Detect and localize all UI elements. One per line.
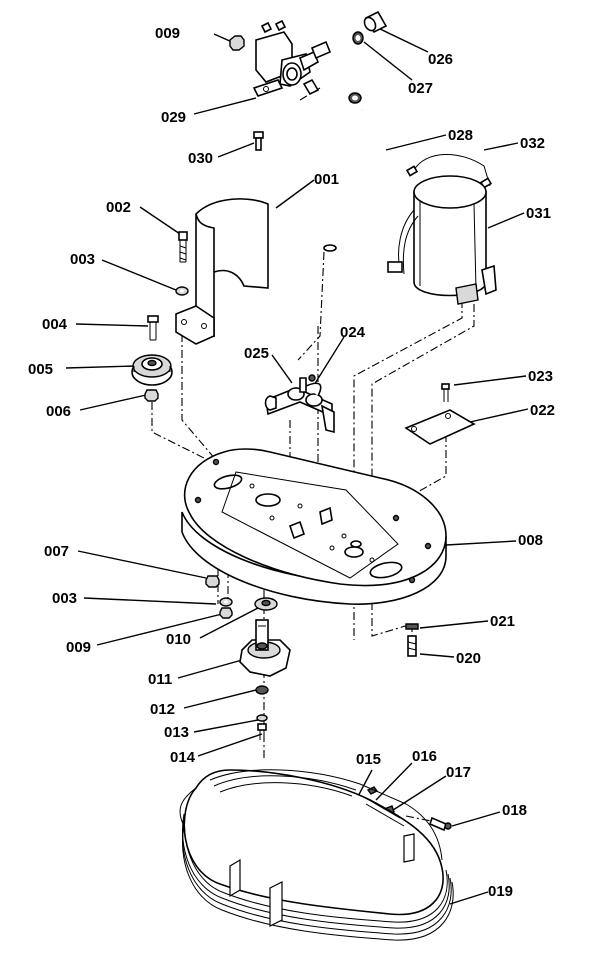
part-027-o-ring	[352, 31, 364, 45]
callout-labels: 009 026 027 029 030 028 032 001 031 002 …	[28, 25, 555, 900]
callout-010: 010	[166, 631, 191, 648]
callout-017: 017	[446, 764, 471, 781]
callout-015: 015	[356, 751, 381, 768]
part-029-solenoid-valve	[252, 19, 332, 97]
part-022-cover-plate	[404, 409, 476, 445]
part-005-pulley	[131, 354, 173, 386]
callout-002: 002	[106, 199, 131, 216]
part-002-screw	[178, 231, 188, 263]
part-013-lock-washer	[256, 714, 268, 722]
callout-009-bottom: 009	[66, 639, 91, 656]
part-008-base-plate	[181, 448, 447, 605]
part-007-nut	[205, 575, 220, 588]
callout-027: 027	[408, 80, 433, 97]
callout-013: 013	[164, 724, 189, 741]
callout-018: 018	[502, 802, 527, 819]
part-003-washer-top	[175, 286, 189, 296]
callout-001: 001	[314, 171, 339, 188]
callout-029: 029	[161, 109, 186, 126]
part-003-washer-bottom	[219, 597, 233, 607]
callout-009-top: 009	[155, 25, 180, 42]
callout-008: 008	[518, 532, 543, 549]
callout-014: 014	[170, 749, 196, 766]
callout-030: 030	[188, 150, 213, 167]
callout-024: 024	[340, 324, 366, 341]
callout-003-bottom: 003	[52, 590, 77, 607]
callout-006: 006	[46, 403, 71, 420]
callout-007: 007	[44, 543, 69, 560]
callout-005: 005	[28, 361, 53, 378]
part-020-screw	[407, 635, 417, 657]
callout-028: 028	[448, 127, 473, 144]
part-031-motor	[387, 175, 497, 305]
part-012-washer	[255, 685, 269, 695]
part-009-nut-top	[229, 35, 245, 51]
leader-lines	[65, 27, 529, 905]
part-009-nut-bottom	[219, 607, 233, 619]
part-011-hub	[239, 619, 291, 677]
part-014-screw	[257, 723, 267, 740]
callout-020: 020	[456, 650, 481, 667]
callout-022: 022	[530, 402, 555, 419]
callout-016: 016	[412, 748, 437, 765]
callout-019: 019	[488, 883, 513, 900]
callout-032: 032	[520, 135, 545, 152]
callout-003-top: 003	[70, 251, 95, 268]
part-006-nut	[144, 389, 159, 402]
part-004-bolt	[147, 315, 159, 341]
part-026-fitting	[363, 10, 388, 34]
callout-023: 023	[528, 368, 553, 385]
part-021-washer	[405, 623, 419, 630]
callout-012: 012	[150, 701, 175, 718]
callout-025: 025	[244, 345, 269, 362]
part-001-bracket	[175, 198, 269, 345]
part-028-hose	[323, 92, 381, 252]
part-018-screw	[429, 816, 452, 832]
callout-011: 011	[148, 671, 172, 688]
callout-031: 031	[526, 205, 551, 222]
part-023-screw	[441, 383, 450, 402]
callout-021: 021	[490, 613, 515, 630]
part-025-024-hose-fittings	[264, 374, 335, 434]
callout-004: 004	[42, 316, 68, 333]
part-010-washer	[254, 597, 278, 611]
part-030-screw	[253, 131, 264, 151]
part-019-belt-stack	[179, 769, 454, 941]
callout-026: 026	[428, 51, 453, 68]
